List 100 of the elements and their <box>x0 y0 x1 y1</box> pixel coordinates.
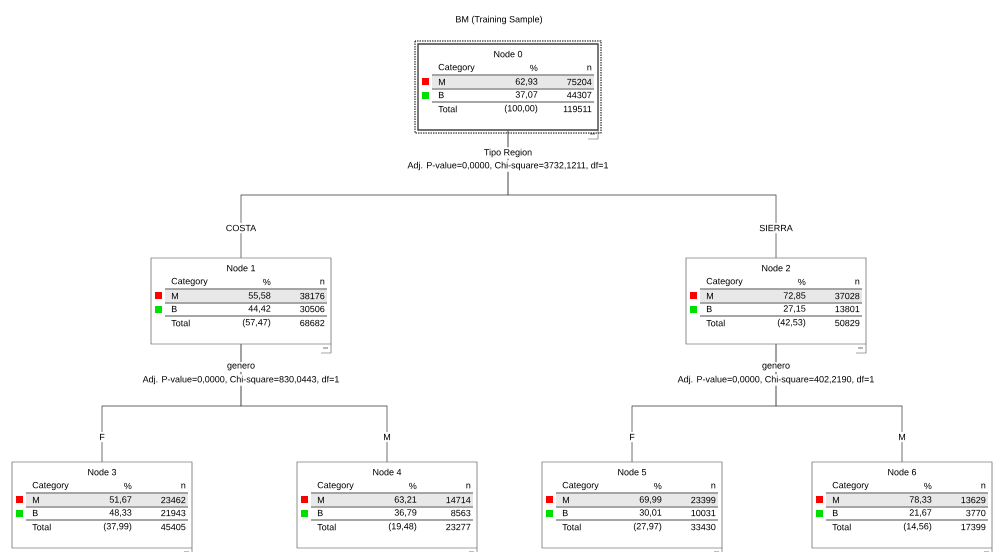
column-header: Category <box>32 482 69 490</box>
table-cell: M <box>318 496 324 504</box>
table-cell: 119511 <box>564 106 592 112</box>
table-cell: 10031 <box>691 510 716 516</box>
table-cell: Total <box>171 320 190 326</box>
table-cell: 50829 <box>835 320 860 326</box>
column-header: % <box>924 482 932 490</box>
table-cell: (42,53) <box>778 318 806 328</box>
table-cell: 8563 <box>451 510 470 516</box>
table-cell: Total <box>438 106 457 112</box>
edge-label: COSTA <box>224 222 258 234</box>
column-header: % <box>530 64 538 72</box>
split-label: genero <box>226 362 257 372</box>
table-cell: 3770 <box>966 510 986 516</box>
table-cell: (27,97) <box>634 522 662 532</box>
table-cell: Total <box>32 524 51 530</box>
column-header: n <box>181 484 186 488</box>
table-cell: 13629 <box>961 496 986 504</box>
table-cell: B <box>438 92 444 98</box>
edge-label: F <box>627 432 637 442</box>
table-cell: 36,79 <box>394 509 416 517</box>
tree-connector <box>240 344 388 462</box>
edge-label: SIERRA <box>757 222 795 234</box>
table-cell: 44307 <box>566 92 592 98</box>
table-cell: M <box>706 292 713 300</box>
table-cell: 21,67 <box>910 509 932 517</box>
table-cell: 13801 <box>835 306 860 312</box>
table-cell: 72,85 <box>784 292 806 300</box>
table-cell: (37,99) <box>104 522 132 532</box>
table-cell: B <box>832 510 838 516</box>
title: BM (Training Sample) <box>456 16 542 24</box>
table-cell: 68682 <box>300 320 324 326</box>
table-cell: 14714 <box>446 496 471 504</box>
table-cell: 17399 <box>961 524 986 530</box>
split-label: genero <box>760 362 792 372</box>
column-header: n <box>320 280 324 284</box>
table-cell: 38176 <box>300 292 324 300</box>
node-heading: Node 3 <box>88 468 116 476</box>
column-header: Category <box>438 64 475 72</box>
table-cell: 21943 <box>161 510 186 516</box>
column-header: n <box>711 484 716 488</box>
table-cell: B <box>318 510 323 516</box>
node-heading: Node 5 <box>618 468 646 476</box>
table-cell: 30,01 <box>640 509 662 517</box>
node-heading: Node 2 <box>762 264 790 272</box>
table-cell: 78,33 <box>910 496 932 504</box>
table-cell: B <box>562 510 568 516</box>
split-label: Adj. P-value=0,0000, Chi-square=830,0443, df=1 <box>141 374 341 386</box>
table-cell: 23277 <box>446 524 470 530</box>
table-cell: 23399 <box>691 496 716 504</box>
table-cell: B <box>706 306 712 312</box>
table-cell: 30506 <box>300 306 324 312</box>
column-header: n <box>466 484 470 488</box>
table-cell: Total <box>317 524 336 530</box>
column-header: Category <box>318 482 354 490</box>
table-cell: 37,07 <box>516 91 538 99</box>
node-heading: Node 6 <box>888 468 916 476</box>
table-cell: 75204 <box>567 78 592 86</box>
node-heading: Node 4 <box>373 468 402 476</box>
table-cell: 62,93 <box>516 78 538 86</box>
table-cell: 51,67 <box>110 496 132 504</box>
tree-connector <box>508 130 776 258</box>
table-cell: 55,58 <box>248 292 270 300</box>
edge-label: F <box>97 432 107 442</box>
column-header: Category <box>832 482 869 490</box>
tree-connector <box>776 344 902 462</box>
column-header: % <box>654 482 662 490</box>
table-cell: B <box>172 306 177 312</box>
table-cell: 37028 <box>835 292 860 300</box>
table-cell: 44,42 <box>248 305 270 313</box>
table-cell: (19,48) <box>388 522 416 532</box>
split-label: Tipo Region <box>482 147 534 159</box>
column-header: % <box>263 278 270 286</box>
table-cell: M <box>32 496 39 504</box>
table-cell: (14,56) <box>904 522 932 532</box>
table-cell: 48,33 <box>109 509 132 517</box>
column-header: Category <box>706 278 743 286</box>
table-cell: M <box>562 496 569 504</box>
column-header: n <box>855 280 860 284</box>
table-cell: 45405 <box>160 524 186 530</box>
table-cell: 69,99 <box>640 496 662 504</box>
edge-label: M <box>381 432 393 442</box>
column-header: Category <box>562 482 599 490</box>
node-heading: Node 1 <box>227 264 256 272</box>
table-cell: Total <box>706 320 725 326</box>
table-cell: Total <box>562 524 581 530</box>
table-cell: B <box>32 510 38 516</box>
table-cell: 23462 <box>161 496 186 504</box>
table-cell: 27,15 <box>784 305 806 313</box>
column-header: % <box>124 482 132 490</box>
node-heading: Node 0 <box>494 50 522 58</box>
table-cell: M <box>832 496 839 504</box>
table-cell: 63,21 <box>394 496 416 504</box>
table-cell: Total <box>832 524 851 530</box>
column-header: n <box>587 66 592 70</box>
table-cell: (57,47) <box>242 318 270 328</box>
edge-label: M <box>896 432 908 442</box>
column-header: Category <box>172 278 208 286</box>
column-header: % <box>409 482 416 490</box>
table-cell: (100,00) <box>504 104 538 114</box>
